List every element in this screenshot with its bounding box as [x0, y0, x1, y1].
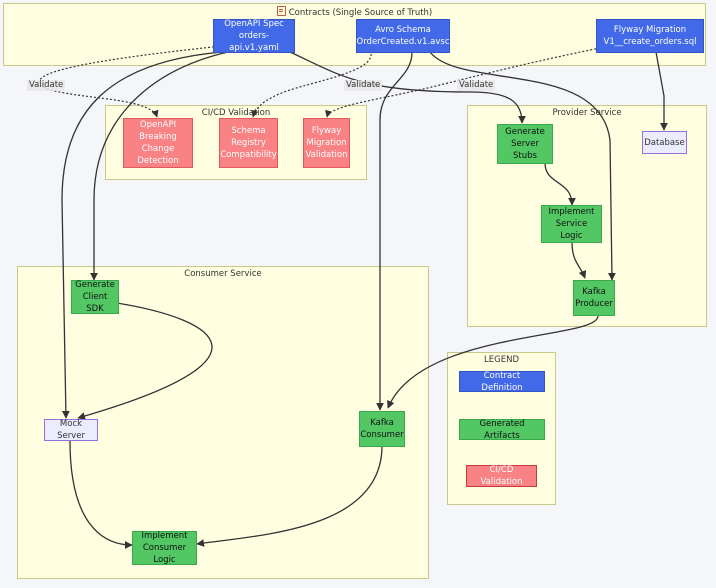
node-implement-service-logic[interactable]: Implement Service Logic: [541, 205, 602, 243]
edge-producer-to-kafka-consumer: [387, 315, 599, 409]
node-openapi-spec[interactable]: OpenAPI Spec orders-api.v1.yaml: [213, 19, 295, 53]
edge-label-validate-flyway: Validate: [457, 80, 496, 91]
edge-service-logic-to-producer: [571, 241, 587, 279]
node-openapi-breaking-change[interactable]: OpenAPI Breaking Change Detection: [123, 118, 193, 168]
cluster-provider-title: Provider Service: [552, 108, 622, 118]
legend-generated-artifacts: Generated Artifacts: [459, 419, 545, 441]
node-generate-client-sdk[interactable]: Generate Client SDK: [71, 280, 119, 314]
node-avro-schema[interactable]: Avro Schema OrderCreated.v1.avsc: [356, 19, 450, 53]
node-implement-consumer-logic[interactable]: Implement Consumer Logic: [132, 531, 197, 565]
edge-avro-to-kafka-producer: [429, 51, 616, 281]
node-flyway-migration[interactable]: Flyway Migration V1__create_orders.sql: [596, 19, 704, 53]
edge-openapi-validate: [38, 45, 223, 118]
cluster-legend-title: LEGEND: [484, 355, 519, 365]
edge-client-sdk-to-mock-server: [77, 302, 213, 420]
node-kafka-consumer[interactable]: Kafka Consumer: [359, 411, 405, 447]
document-icon: [276, 6, 286, 16]
edge-kafka-consumer-to-consumer-logic: [196, 445, 383, 547]
legend-contract-definition: Contract Definition: [459, 371, 545, 393]
edge-flyway-to-database: [655, 51, 668, 131]
cluster-consumer-title: Consumer Service: [184, 269, 262, 279]
node-flyway-validation[interactable]: Flyway Migration Validation: [303, 118, 350, 168]
edge-flyway-validate: [325, 47, 601, 118]
node-generate-server-stubs[interactable]: Generate Server Stubs: [497, 124, 553, 164]
edge-label-validate-avro: Validate: [344, 80, 383, 91]
edge-mock-to-consumer-logic: [69, 440, 133, 549]
cluster-cicd-title: CI/CD Validation: [201, 108, 271, 118]
edge-openapi-to-server-stubs: [289, 51, 526, 124]
node-schema-registry[interactable]: Schema Registry Compatibility: [219, 118, 278, 168]
legend-cicd-validation: CI/CD Validation: [466, 465, 537, 487]
edge-label-validate-openapi: Validate: [27, 80, 66, 91]
node-database[interactable]: Database: [642, 131, 687, 154]
node-mock-server[interactable]: Mock Server: [44, 419, 98, 441]
cluster-contracts: Contracts (Single Source of Truth): [3, 3, 706, 66]
edge-openapi-to-mock-server: [61, 51, 223, 419]
edge-stubs-to-service-logic: [544, 162, 576, 206]
edge-avro-to-kafka-consumer: [376, 51, 413, 411]
edge-openapi-to-client-sdk: [90, 51, 229, 281]
node-kafka-producer[interactable]: Kafka Producer: [573, 280, 615, 316]
cluster-contracts-title: Contracts (Single Source of Truth): [288, 8, 433, 18]
